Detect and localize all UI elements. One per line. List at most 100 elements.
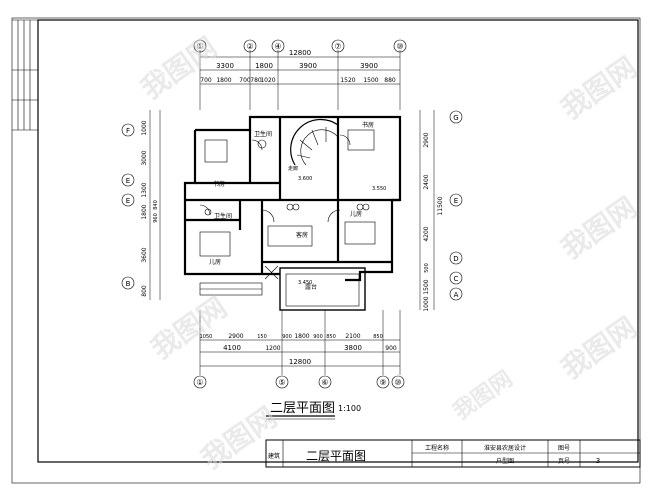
top-dim-r2-1: 700	[200, 77, 212, 84]
title-project-label: 工程名称	[425, 444, 449, 452]
right-dim-7: 1000	[423, 296, 430, 311]
axis-right-4: C	[454, 275, 459, 283]
hall-label: 走廊	[288, 165, 298, 172]
top-axis-bubbles: ① ② ④ ⑦ ⑩	[193, 39, 407, 53]
axis-top-2: ②	[246, 42, 253, 51]
axis-left-2: E	[126, 177, 130, 185]
watermark-2: 我图网	[555, 51, 643, 126]
left-dim-3: 1300	[141, 182, 148, 197]
top-dim-r2-8: 880	[384, 77, 396, 84]
bottom-dimensions: 1050 2900 150 900 1800 900 850 2100 850 …	[200, 310, 401, 375]
bottom-dim-r2-1: 1050	[200, 334, 213, 340]
drawing-caption: 二层平面图	[270, 401, 335, 416]
room-bedroom1-label: 书房	[362, 121, 374, 129]
bottom-dim-3: 3800	[344, 344, 362, 352]
right-axis-bubbles: G E D C A	[449, 110, 463, 301]
room-terrace-label: 露台	[305, 283, 317, 291]
top-dim-4: 3900	[360, 62, 378, 70]
axis-bottom-3: ⑥	[321, 378, 328, 387]
axis-top-4: ⑦	[334, 42, 341, 51]
room-bedroom2-label: 书房	[213, 180, 225, 188]
bottom-total-dim: 12800	[289, 358, 311, 366]
title-sheet-label: 户型图	[496, 457, 514, 465]
desk-1	[204, 139, 228, 163]
left-dim-6: 960	[153, 213, 159, 223]
title-left-mark: 建筑	[268, 452, 280, 460]
bottom-dim-r2-5: 1800	[294, 333, 309, 340]
axis-bottom-2: ⑤	[278, 378, 285, 387]
drawing-scale: 1:100	[338, 404, 361, 413]
top-dim-r2-5: 1020	[260, 77, 275, 84]
bottom-dim-1: 4100	[223, 344, 241, 352]
left-dim-8: 800	[141, 285, 148, 297]
watermark-3: 我图网	[145, 291, 233, 366]
bottom-dim-r2-8: 2100	[345, 333, 360, 340]
room-kid2-label: 儿房	[350, 210, 362, 218]
toilet-2	[204, 208, 212, 216]
top-dim-r2-6: 1520	[340, 77, 355, 84]
floor-plan	[183, 115, 402, 311]
bottom-dim-2: 1200	[265, 345, 280, 352]
bed-1	[347, 129, 375, 151]
axis-right-2: E	[454, 197, 458, 205]
bottom-dim-4: 900	[385, 345, 397, 352]
room-bath1-label: 卫生间	[254, 130, 272, 138]
bed-2	[199, 231, 231, 257]
bottom-dim-r2-3: 150	[257, 334, 267, 340]
top-dimensions: 12800 3300 1800 3900 3900 700 1800 700 7…	[199, 49, 401, 110]
inner-frame	[37, 19, 639, 463]
axis-right-3: D	[453, 255, 458, 263]
title-page-no: 3	[596, 457, 600, 465]
top-dim-r2-7: 1500	[363, 77, 378, 84]
right-dim-4: 4200	[423, 226, 430, 241]
top-dim-3: 3900	[299, 62, 317, 70]
right-dim-6: 1500	[423, 279, 430, 294]
bottom-axis-bubbles: ① ⑤ ⑥ ⑨ ⑩	[193, 375, 405, 389]
right-dimensions: 2900 2400 11500 4200 500 1500 1000	[419, 110, 444, 312]
axis-left-4: B	[126, 280, 131, 288]
sheet-border	[11, 17, 641, 484]
room-bath2-label: 卫生间	[214, 212, 232, 220]
watermark-4: 我图网	[195, 401, 283, 476]
left-dim-4: 1800	[141, 204, 148, 219]
right-dim-1: 2900	[423, 132, 430, 147]
level-3: 3.550	[372, 186, 386, 192]
level-1: 3.600	[298, 176, 312, 182]
right-dim-3: 11500	[437, 196, 444, 215]
room-labels: 书房 书房 卫生间 卫生间 客房 儿房 儿房 露台 3.600 3.450 3.…	[209, 121, 386, 291]
left-dimensions: 1000 3000 1300 1800 840 960 3600 800	[141, 110, 161, 300]
top-dim-r2-4: 780	[250, 77, 262, 84]
title-drawing-name: 二层平面图	[306, 449, 366, 463]
watermark-7: 我图网	[449, 367, 517, 425]
room-living-label: 客房	[296, 231, 308, 239]
title-project-name: 淮安县农居设计	[484, 444, 526, 452]
spiral-stair	[290, 118, 339, 166]
watermark-5: 我图网	[555, 191, 643, 266]
terrace-outline	[279, 267, 366, 311]
room-kid1-label: 儿房	[209, 258, 221, 266]
left-dim-2: 3000	[141, 150, 148, 165]
axis-left-3: E	[126, 197, 130, 205]
title-block: 建筑 二层平面图 工程名称 淮安县农居设计 户型图 图号 页号 3	[265, 439, 641, 468]
axis-top-5: ⑩	[396, 42, 403, 51]
axis-bottom-4: ⑨	[379, 378, 386, 387]
axis-left-1: F	[126, 127, 130, 135]
sofa	[267, 225, 313, 247]
level-2: 3.450	[298, 280, 312, 286]
left-dim-1: 1000	[141, 120, 148, 135]
right-dim-5: 500	[424, 263, 430, 273]
title-page-label: 页号	[558, 458, 570, 465]
left-dim-7: 3600	[141, 247, 148, 262]
axis-bottom-1: ①	[196, 378, 203, 387]
bottom-dim-r2-2: 2900	[228, 333, 243, 340]
axis-top-3: ④	[274, 42, 281, 51]
left-axis-bubbles: F E E B	[121, 123, 135, 290]
bottom-dim-r2-4: 900	[282, 334, 292, 340]
left-dim-5: 840	[153, 200, 159, 210]
right-dim-2: 2400	[423, 174, 430, 189]
top-dim-1: 3300	[216, 62, 234, 70]
top-dim-r2-2: 1800	[216, 77, 231, 84]
title-drawing-no-label: 图号	[558, 445, 570, 452]
